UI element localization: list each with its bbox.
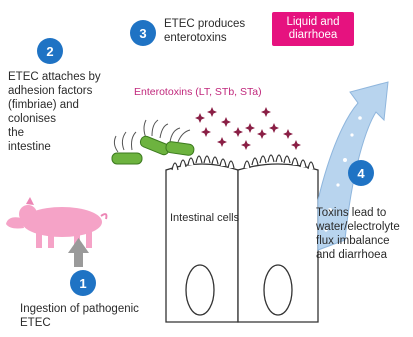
- etec-bacteria: [112, 120, 195, 164]
- step-3-circle: 3: [130, 20, 156, 46]
- enterotoxin-particles: [195, 107, 301, 150]
- step-4-number: 4: [357, 166, 364, 181]
- step-4-circle: 4: [348, 160, 374, 186]
- step-3-line: ETEC produces: [164, 17, 274, 31]
- step-2-line: (fimbriae) and: [8, 98, 118, 112]
- step-3-number: 3: [139, 26, 146, 41]
- badge-line: diarrhoea: [289, 29, 338, 42]
- step-4-line: Toxins lead to: [316, 206, 412, 220]
- liquid-diarrhoea-badge: Liquid and diarrhoea: [272, 12, 354, 46]
- enterotoxins-label: Enterotoxins (LT, STb, STa): [134, 86, 262, 98]
- step-4-description: Toxins lead to water/electrolyte flux im…: [316, 206, 412, 262]
- step-1-description: Ingestion of pathogenic ETEC: [20, 302, 190, 330]
- step-2-line: ETEC attaches by: [8, 70, 118, 84]
- step-1-line: ETEC: [20, 316, 190, 330]
- step-1-circle: 1: [70, 270, 96, 296]
- step-2-number: 2: [46, 44, 53, 59]
- step-2-circle: 2: [37, 38, 63, 64]
- step-3-description: ETEC produces enterotoxins: [164, 17, 274, 45]
- step-1-number: 1: [79, 276, 86, 291]
- pig-illustration: [6, 197, 106, 248]
- badge-line: Liquid and: [286, 16, 339, 29]
- step-3-line: enterotoxins: [164, 31, 274, 45]
- step-2-line: colonises: [8, 112, 118, 126]
- step-2-line: intestine: [8, 140, 118, 154]
- intestinal-cells-label: Intestinal cells: [170, 212, 239, 224]
- step-4-line: water/electrolyte: [316, 220, 412, 234]
- step-2-line: adhesion factors: [8, 84, 118, 98]
- step-4-line: and diarrhoea: [316, 248, 412, 262]
- step-4-line: flux imbalance: [316, 234, 412, 248]
- step-1-line: Ingestion of pathogenic: [20, 302, 190, 316]
- step-2-line: the: [8, 126, 118, 140]
- step-2-description: ETEC attaches by adhesion factors (fimbr…: [8, 70, 118, 154]
- ingestion-arrow: [68, 238, 89, 267]
